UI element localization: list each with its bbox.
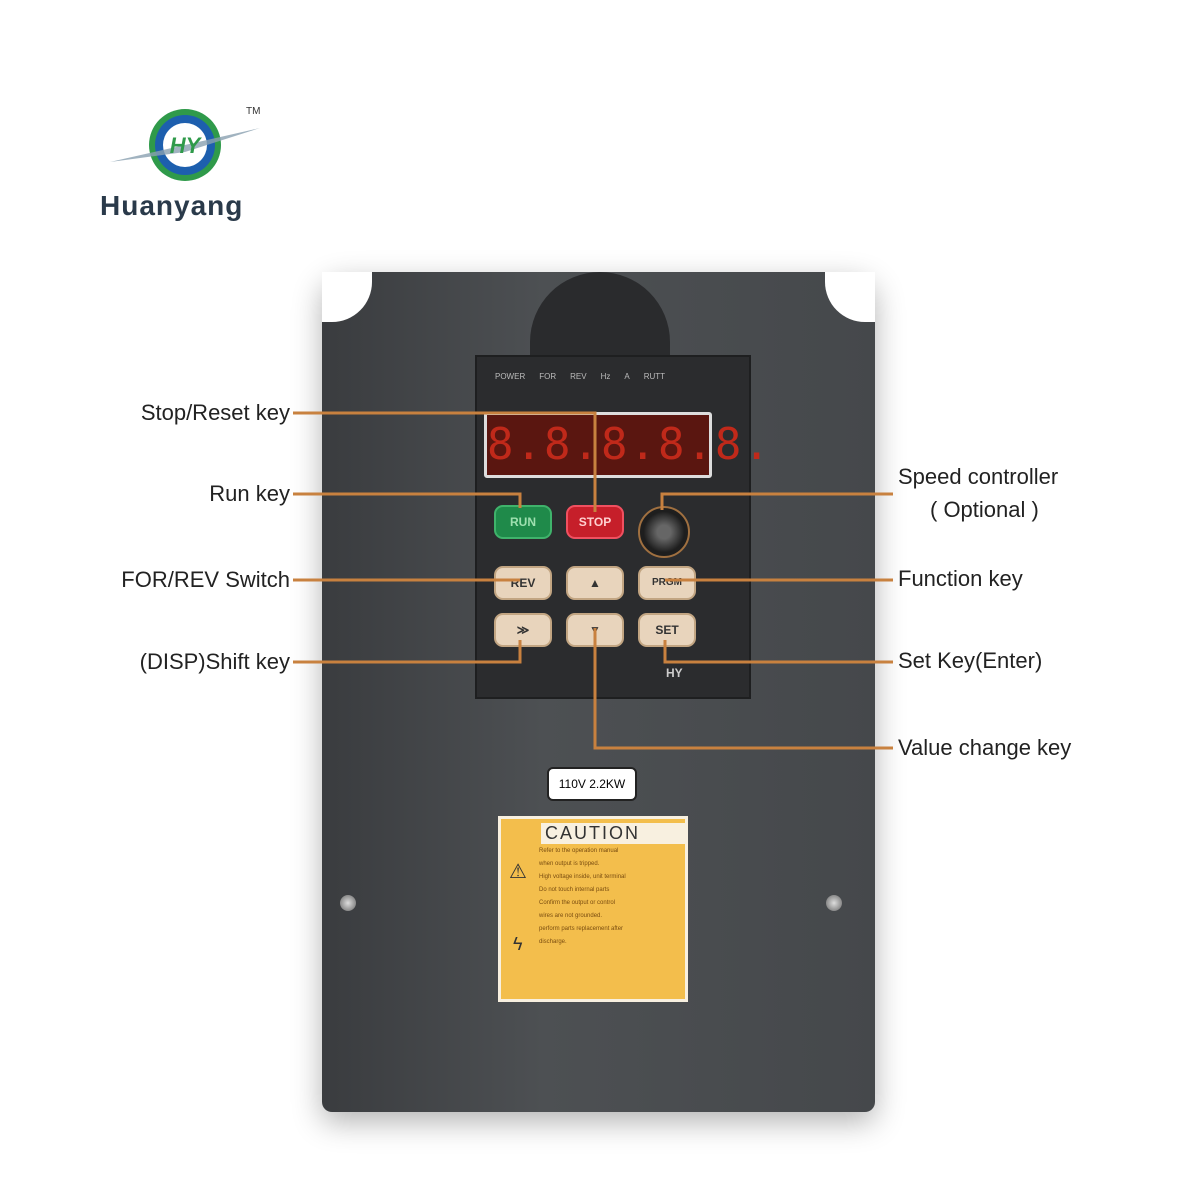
caution-line: perform parts replacement after xyxy=(539,926,624,932)
caution-line: when output is tripped. xyxy=(539,861,600,867)
callout-value-change: Value change key xyxy=(898,735,1072,760)
indicator-hz: Hz xyxy=(600,372,611,381)
caution-label: CAUTION ⚠ ϟ Refer to the operation manua… xyxy=(498,816,688,1002)
speed-knob[interactable] xyxy=(638,506,690,558)
line-set xyxy=(663,640,893,664)
line-value xyxy=(593,628,893,750)
caution-title: CAUTION xyxy=(541,823,685,844)
callout-run: Run key xyxy=(209,481,290,506)
caution-line: Refer to the operation manual xyxy=(539,848,619,854)
high-voltage-icon: ϟ xyxy=(513,934,523,954)
brand-name: Huanyang xyxy=(100,190,244,221)
panel-badge: HY xyxy=(666,666,683,680)
trademark: TM xyxy=(246,106,261,117)
callout-for-rev: FOR/REV Switch xyxy=(121,567,290,592)
callout-function: Function key xyxy=(898,566,1023,591)
callout-disp-shift: (DISP)Shift key xyxy=(139,649,290,674)
caution-line: Confirm the output or control xyxy=(539,900,616,906)
indicator-for: FOR xyxy=(539,372,557,381)
indicator-power: POWER xyxy=(495,372,526,381)
huanyang-logo: HY xyxy=(110,109,260,181)
rating-label: 110V 2.2KW xyxy=(547,767,637,801)
line-speed xyxy=(660,492,893,510)
indicator-a: A xyxy=(624,372,630,381)
caution-line: discharge. xyxy=(539,939,567,945)
shift-key[interactable]: ≫ xyxy=(494,613,552,647)
screw-icon xyxy=(340,895,356,911)
line-run xyxy=(293,492,522,508)
line-stop xyxy=(293,411,597,512)
caution-line: High voltage inside, unit terminal xyxy=(539,874,626,880)
up-key[interactable]: ▲ xyxy=(566,566,624,600)
svg-text:HY: HY xyxy=(170,133,203,158)
callout-set: Set Key(Enter) xyxy=(898,648,1043,673)
set-key[interactable]: SET xyxy=(638,613,696,647)
caution-line: wires are not grounded. xyxy=(539,913,603,919)
warning-icon: ⚠ xyxy=(509,861,527,883)
indicator-rev: REV xyxy=(570,372,587,381)
line-shift xyxy=(293,640,522,664)
callout-speed-optional: ( Optional ) xyxy=(930,497,1039,522)
indicator-rutt: RUTT xyxy=(643,372,666,381)
callout-stop-reset: Stop/Reset key xyxy=(140,400,290,425)
caution-line: Do not touch internal parts xyxy=(539,887,610,893)
prgm-key[interactable]: PRGM xyxy=(638,566,696,600)
indicator-row: POWER FOR REV Hz A RUTT xyxy=(495,372,665,381)
callout-speed-controller: Speed controller xyxy=(898,464,1059,489)
run-key[interactable]: RUN xyxy=(494,505,552,539)
screw-icon xyxy=(826,895,842,911)
rev-key[interactable]: REV xyxy=(494,566,552,600)
